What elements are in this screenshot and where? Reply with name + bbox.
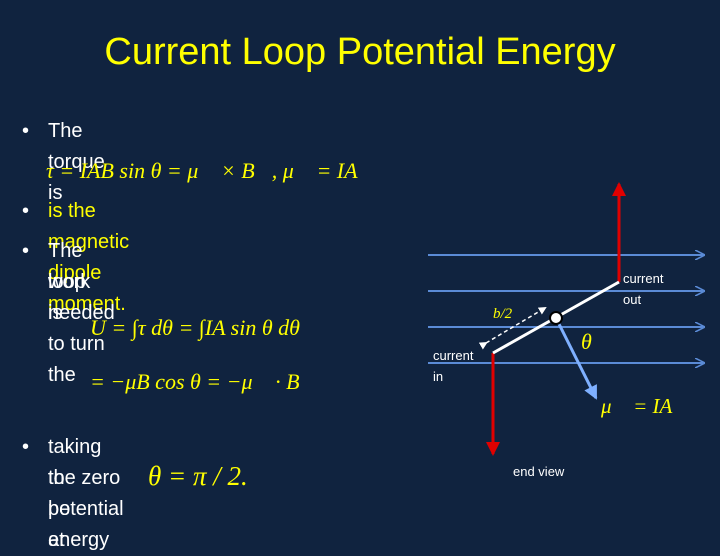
- dipole-moment-arrow: [554, 317, 598, 400]
- equation-zero-angle: θ = π / 2.: [148, 461, 248, 491]
- equation-work-line1: U = ∫τ dθ = ∫IA sin θ dθ: [90, 315, 300, 340]
- half-width-dimension: [478, 306, 547, 350]
- label-mu-equals-IA: μ⃗ = IA⃗: [600, 394, 689, 418]
- bullet-dot: •: [22, 436, 30, 458]
- equation-torque: τ = IAB sin θ = μ⃗ × B⃗, μ⃗ = IA⃗: [46, 158, 375, 183]
- magnetic-field-lines: [428, 255, 703, 363]
- label-end-view: end view: [513, 464, 565, 479]
- equation-work-line2: = −μB cos θ = −μ⃗ · B⃗: [90, 369, 317, 394]
- end-view-diagram: current out current in b/2 θ μ⃗ = IA⃗ en…: [428, 182, 720, 479]
- label-theta: θ: [581, 329, 592, 354]
- bullet-text-line2: loop is: [48, 271, 86, 324]
- bullet-text: The torque is: [48, 120, 105, 204]
- bullet-dot: •: [22, 240, 30, 262]
- bullet-dot: •: [22, 200, 30, 222]
- pivot-dot: [549, 311, 563, 325]
- label-current-out-line1: current: [623, 271, 664, 286]
- label-b-half: b/2: [493, 306, 513, 322]
- label-current-out-line2: out: [623, 292, 641, 307]
- bullet-text: is the magnetic dipole moment.: [48, 200, 130, 315]
- bullet-text: The work needed to turn the: [48, 240, 115, 386]
- label-current-in-line1: current: [433, 348, 474, 363]
- bullet-text: taking the zero potential energy: [48, 436, 124, 551]
- label-current-in-line2: in: [433, 369, 443, 384]
- bullet-dot: •: [22, 120, 30, 142]
- slide-title: Current Loop Potential Energy: [104, 31, 616, 73]
